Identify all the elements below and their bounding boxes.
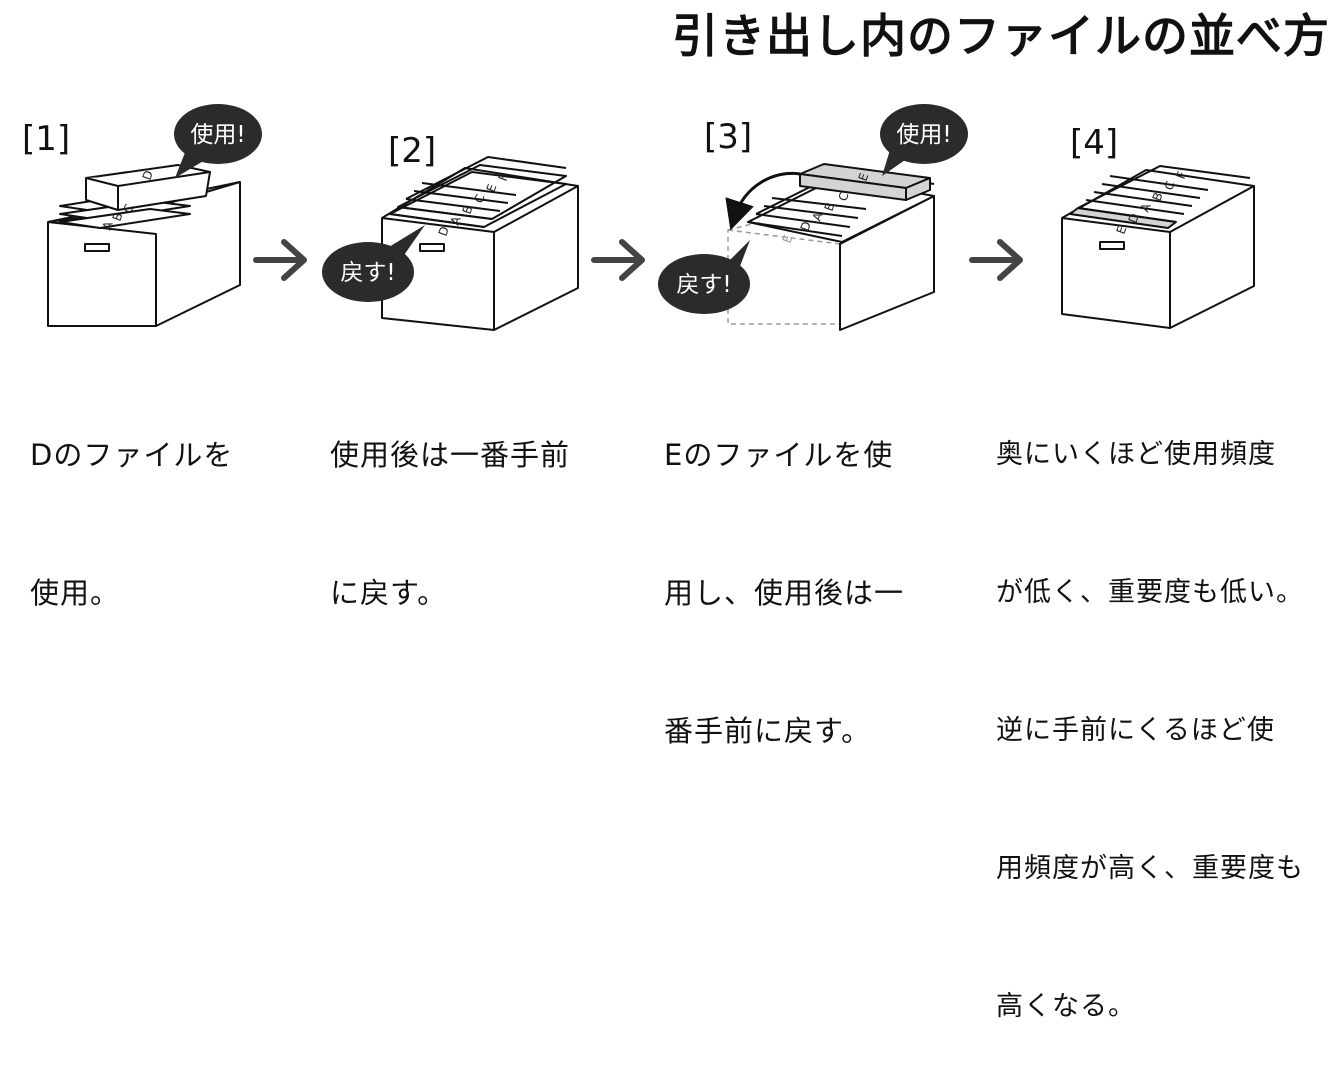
ghost-tab-label: E: [780, 233, 796, 245]
tab-label: D: [436, 225, 452, 238]
caption-line: Eのファイルを使: [664, 438, 894, 472]
step-1-use-bubble: 使用!: [174, 104, 262, 178]
caption-line: 用頻度が高く、重要度も: [996, 853, 1304, 884]
diagram-title: 引き出し内のファイルの並べ方: [672, 9, 1330, 63]
step-4-number: [4]: [1070, 123, 1118, 163]
caption-line: 番手前に戻す。: [664, 714, 872, 748]
caption-line: に戻す。: [330, 576, 448, 610]
step-2: [2] D A B C E F 戻す!: [322, 131, 579, 331]
step-1-caption: Dのファイルを 使用。: [30, 340, 233, 662]
move-front-arrow: [725, 171, 801, 231]
step-2-drawer: [381, 156, 579, 331]
return-bubble-label: 戻す!: [676, 272, 731, 298]
next-arrow: [969, 239, 1023, 281]
next-arrow: [253, 239, 307, 281]
return-bubble-label: 戻す!: [340, 260, 395, 286]
step-3-return-bubble: 戻す!: [658, 240, 750, 314]
step-2-return-bubble: 戻す!: [322, 225, 425, 302]
caption-line: 使用後は一番手前: [330, 438, 571, 472]
tab-label: E: [484, 182, 500, 194]
step-1: [1] A B C D 使用!: [22, 104, 262, 327]
step-4: [4] E D A B C F: [1061, 123, 1255, 329]
tab-label: C: [1162, 179, 1178, 192]
caption-line: 奥にいくほど使用頻度: [996, 439, 1276, 470]
tab-label: D: [140, 169, 156, 182]
tab-label: D: [1126, 212, 1142, 225]
diagram-art: [1] A B C D 使用! [2]: [22, 104, 1255, 331]
step-3-caption: Eのファイルを使 用し、使用後は一 番手前に戻す。: [664, 340, 904, 800]
caption-line: が低く、重要度も低い。: [996, 577, 1304, 608]
tab-label: E: [1114, 224, 1130, 236]
step-3-tabs: D A B C E: [798, 171, 872, 233]
tab-label: F: [496, 172, 512, 183]
caption-line: Dのファイルを: [30, 438, 234, 472]
use-bubble-label: 使用!: [190, 122, 245, 148]
tab-label: D: [798, 220, 814, 233]
step-2-caption: 使用後は一番手前 に戻す。: [330, 340, 570, 662]
tab-label: A: [1138, 201, 1154, 214]
step-4-drawer: [1061, 165, 1255, 329]
step-1-tabs: A B C D: [100, 169, 156, 232]
use-bubble-label: 使用!: [896, 122, 951, 148]
caption-line: 用し、使用後は一: [664, 576, 905, 610]
tab-label: E: [856, 171, 872, 183]
step-3-number: [3]: [704, 117, 752, 157]
tab-label: F: [1174, 170, 1190, 181]
caption-line: 高くなる。: [996, 991, 1136, 1022]
caption-line: 使用。: [30, 576, 121, 610]
step-3-use-bubble: 使用!: [880, 104, 968, 176]
step-3: [3] E D A B C E 使用!: [658, 104, 968, 331]
next-arrow: [591, 239, 645, 281]
step-2-number: [2]: [388, 131, 436, 171]
step-4-tabs: E D A B C F: [1114, 170, 1190, 236]
step-4-caption: 奥にいくほど使用頻度 が低く、重要度も低い。 逆に手前にくるほど使 用頻度が高く…: [996, 340, 1304, 1076]
caption-line: 逆に手前にくるほど使: [996, 715, 1275, 746]
step-3-drawer: [747, 163, 935, 331]
step-1-drawer: [47, 164, 241, 327]
step-1-number: [1]: [22, 119, 70, 159]
